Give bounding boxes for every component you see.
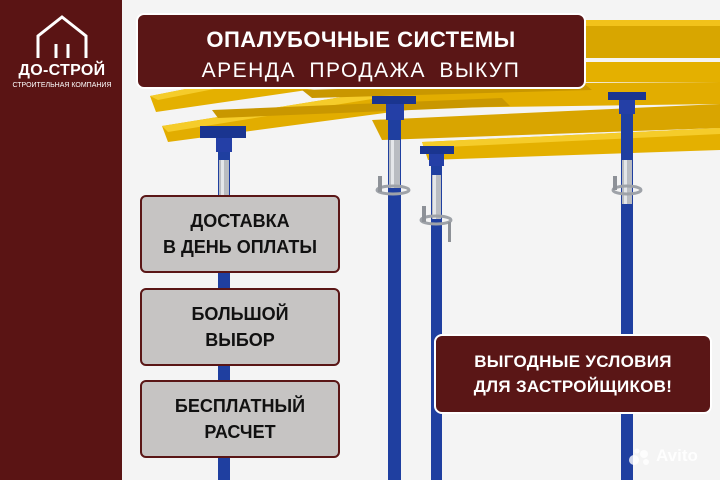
feature-line: ВЫБОР	[205, 330, 275, 350]
feature-free-estimate: БЕСПЛАТНЫЙ РАСЧЕТ	[140, 380, 340, 458]
header-title: ОПАЛУБОЧНЫЕ СИСТЕМЫ	[206, 27, 516, 52]
feature-line: БОЛЬШОЙ	[191, 304, 289, 324]
feature-line: ДОСТАВКА	[190, 211, 290, 231]
watermark-text: Avito	[656, 446, 698, 465]
feature-line: В ДЕНЬ ОПЛАТЫ	[162, 237, 318, 257]
avito-logo-icon	[629, 448, 649, 465]
feature-line: БЕСПЛАТНЫЙ	[174, 396, 306, 416]
avito-watermark: Avito	[628, 446, 718, 468]
feature-line: РАСЧЕТ	[204, 422, 276, 442]
brand-sidebar: ДО-СТРОЙ СТРОИТЕЛЬНАЯ КОМПАНИЯ	[0, 0, 122, 480]
brand-logo: ДО-СТРОЙ СТРОИТЕЛЬНАЯ КОМПАНИЯ	[6, 14, 118, 94]
house-outline-icon	[36, 15, 88, 58]
promo-line: ВЫГОДНЫЕ УСЛОВИЯ	[474, 352, 672, 371]
brand-tagline: СТРОИТЕЛЬНАЯ КОМПАНИЯ	[12, 82, 112, 89]
header-banner: ОПАЛУБОЧНЫЕ СИСТЕМЫ АРЕНДА ПРОДАЖА ВЫКУП	[136, 13, 586, 89]
promo-banner: ВЫГОДНЫЕ УСЛОВИЯ ДЛЯ ЗАСТРОЙЩИКОВ!	[434, 334, 712, 414]
feature-choice: БОЛЬШОЙ ВЫБОР	[140, 288, 340, 366]
header-subtitle: АРЕНДА ПРОДАЖА ВЫКУП	[201, 59, 521, 82]
brand-name: ДО-СТРОЙ	[18, 62, 106, 79]
feature-delivery: ДОСТАВКА В ДЕНЬ ОПЛАТЫ	[140, 195, 340, 273]
promo-line: ДЛЯ ЗАСТРОЙЩИКОВ!	[473, 377, 673, 396]
